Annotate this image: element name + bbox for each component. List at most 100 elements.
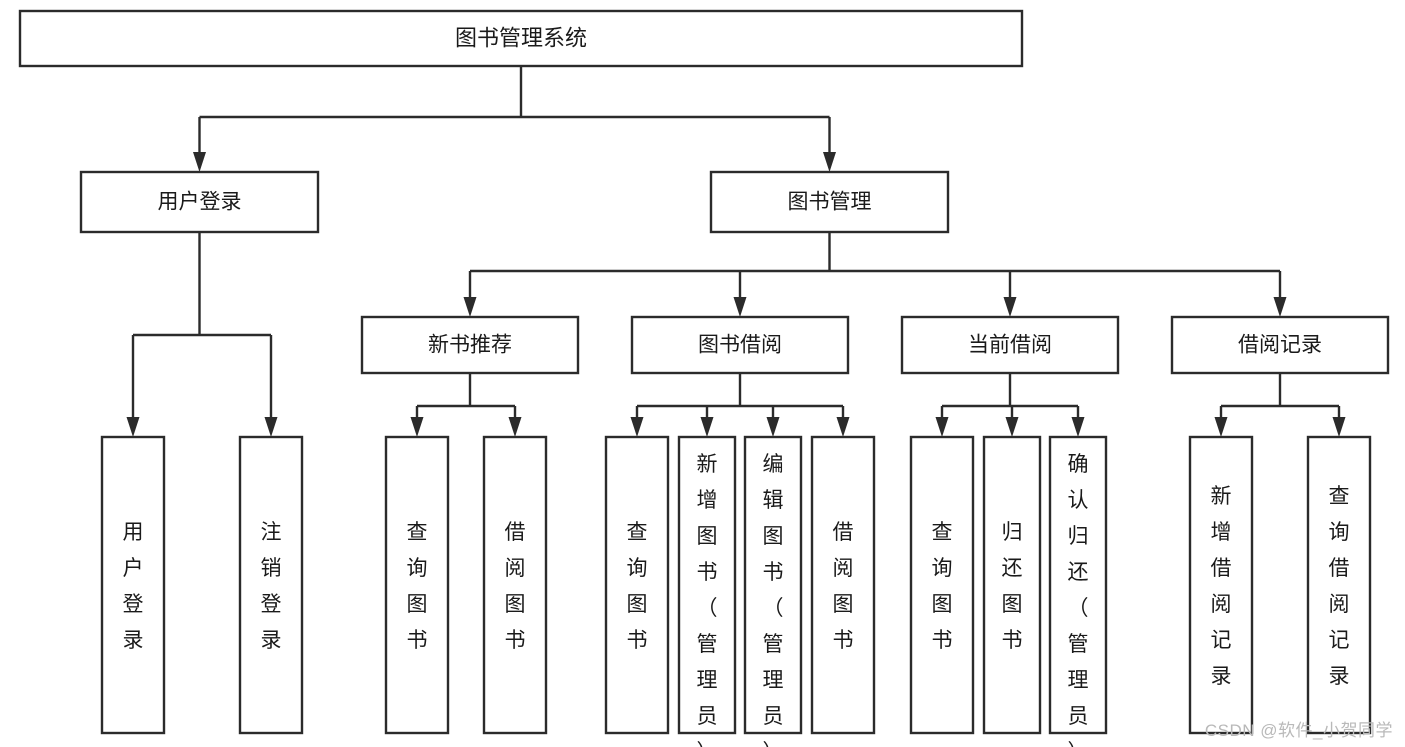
- node-label-char: 辑: [763, 489, 784, 512]
- node-box-user-login: [79, 170, 320, 234]
- node-label-char: 阅: [833, 557, 854, 580]
- node-label-char: （: [763, 597, 784, 620]
- node-label-char: 理: [763, 669, 784, 692]
- node-label-char: 管: [1068, 633, 1089, 656]
- node-label-char: 录: [1329, 665, 1350, 688]
- node-box-leaf-query-books-current: [909, 435, 975, 735]
- node-label-char: 书: [932, 629, 953, 652]
- node-box-leaf-add-borrow-record: [1188, 435, 1254, 735]
- node-box-book-management: [709, 170, 950, 234]
- node-new-book-recommend[interactable]: 新书推荐: [360, 315, 580, 375]
- node-leaf-borrow-book[interactable]: 借阅图书借阅图书: [810, 435, 876, 735]
- node-label-char: 增: [697, 489, 718, 512]
- node-label-user-login: 用户登录: [158, 191, 242, 214]
- node-label-char: 阅: [1211, 593, 1232, 616]
- node-label-char: 图: [932, 593, 953, 616]
- node-label-char: 阅: [505, 557, 526, 580]
- node-label-char: 询: [627, 557, 648, 580]
- node-leaf-return-book[interactable]: 归还图书归还图书: [982, 435, 1042, 735]
- node-label-char: 员: [1068, 705, 1089, 728]
- node-label-char: 查: [1329, 485, 1350, 508]
- node-label-char: 认: [1068, 489, 1089, 512]
- node-label-char: 还: [1002, 557, 1023, 580]
- node-leaf-add-borrow-record[interactable]: 新增借阅记录新增借阅记录: [1188, 435, 1254, 735]
- node-book-management[interactable]: 图书管理: [709, 170, 950, 234]
- node-user-login[interactable]: 用户登录: [79, 170, 320, 234]
- node-label-char: 图: [407, 593, 428, 616]
- node-label-char: 销: [261, 557, 282, 580]
- node-label-char: 还: [1068, 561, 1089, 584]
- node-box-current-borrow: [900, 315, 1120, 375]
- node-box-leaf-return-book: [982, 435, 1042, 735]
- node-label-char: 借: [833, 521, 854, 544]
- node-label-char: （: [1068, 597, 1089, 620]
- node-leaf-query-books-current[interactable]: 查询图书查询图书: [909, 435, 975, 735]
- node-box-leaf-query-books-borrow: [604, 435, 670, 735]
- node-box-borrow-records: [1170, 315, 1390, 375]
- node-label-char: 书: [1002, 629, 1023, 652]
- node-label-root: 图书管理系统: [455, 25, 587, 50]
- node-label-char: 理: [1068, 669, 1089, 692]
- node-label-book-management: 图书管理: [788, 191, 872, 214]
- node-label-char: 查: [407, 521, 428, 544]
- node-label-char: 登: [123, 593, 144, 616]
- node-label-char: 书: [407, 629, 428, 652]
- node-leaf-logout[interactable]: 注销登录注销登录: [238, 435, 304, 735]
- node-book-borrow[interactable]: 图书借阅: [630, 315, 850, 375]
- node-label-char: 增: [1211, 521, 1232, 544]
- node-box-leaf-confirm-return-admin: [1048, 435, 1108, 735]
- node-leaf-user-login[interactable]: 用户登录用户登录: [100, 435, 166, 735]
- node-label-char: 书: [505, 629, 526, 652]
- node-label-char: 管: [697, 633, 718, 656]
- node-box-leaf-logout: [238, 435, 304, 735]
- node-label-char: 查: [627, 521, 648, 544]
- node-label-char: 图: [697, 525, 718, 548]
- node-label-char: 询: [932, 557, 953, 580]
- node-label-char: 管: [763, 633, 784, 656]
- node-box-leaf-user-login: [100, 435, 166, 735]
- node-root[interactable]: 图书管理系统: [18, 9, 1024, 68]
- node-leaf-query-borrow-record[interactable]: 查询借阅记录查询借阅记录: [1306, 435, 1372, 735]
- node-label-new-book-recommend: 新书推荐: [428, 334, 512, 357]
- node-label-char: 图: [505, 593, 526, 616]
- node-borrow-records[interactable]: 借阅记录: [1170, 315, 1390, 375]
- node-label-char: 图: [763, 525, 784, 548]
- node-label-char: 阅: [1329, 593, 1350, 616]
- node-label-char: 记: [1329, 629, 1350, 652]
- node-label-char: 图: [1002, 593, 1023, 616]
- node-box-leaf-edit-book-admin: [743, 435, 803, 735]
- node-label-char: 录: [123, 629, 144, 652]
- node-label-char: 新: [697, 453, 718, 476]
- node-label-char: 询: [1329, 521, 1350, 544]
- node-label-char: 员: [697, 705, 718, 728]
- node-label-char: 新: [1211, 485, 1232, 508]
- node-label-char: ）: [697, 741, 718, 747]
- node-label-char: 理: [697, 669, 718, 692]
- node-label-char: 录: [1211, 665, 1232, 688]
- node-label-char: 确: [1068, 453, 1089, 476]
- node-label-char: 图: [627, 593, 648, 616]
- node-leaf-query-books-rec[interactable]: 查询图书查询图书: [384, 435, 450, 735]
- node-current-borrow[interactable]: 当前借阅: [900, 315, 1120, 375]
- node-label-borrow-records: 借阅记录: [1238, 334, 1322, 357]
- node-label-char: 归: [1068, 525, 1089, 548]
- node-label-char: 注: [261, 521, 282, 544]
- node-label-char: 书: [763, 561, 784, 584]
- node-label-char: 查: [932, 521, 953, 544]
- connectors-layer: [126, 66, 1346, 437]
- node-box-leaf-query-borrow-record: [1306, 435, 1372, 735]
- node-label-char: 书: [627, 629, 648, 652]
- node-label-char: 登: [261, 593, 282, 616]
- node-label-char: 图: [833, 593, 854, 616]
- node-box-root: [18, 9, 1024, 68]
- node-leaf-query-books-borrow[interactable]: 查询图书查询图书: [604, 435, 670, 735]
- node-label-current-borrow: 当前借阅: [968, 334, 1052, 357]
- node-box-leaf-query-books-rec: [384, 435, 450, 735]
- node-label-char: 书: [833, 629, 854, 652]
- node-leaf-borrow-books-rec[interactable]: 借阅图书借阅图书: [482, 435, 548, 735]
- node-label-char: 户: [123, 557, 144, 580]
